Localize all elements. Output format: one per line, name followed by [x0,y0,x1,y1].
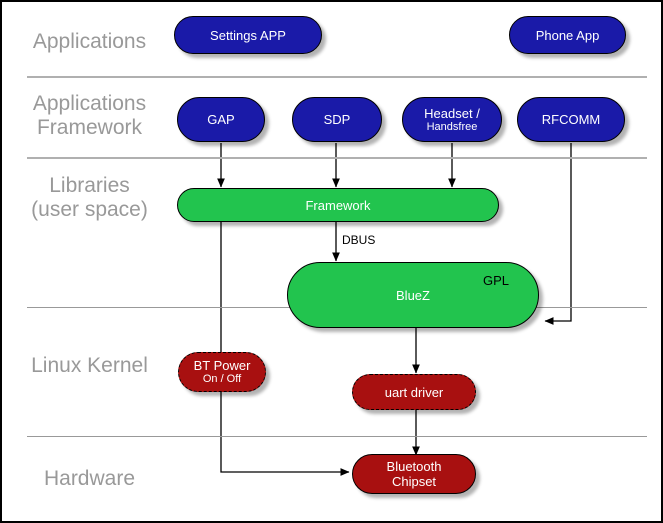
connector-rfcomm-to-bluez [544,143,572,325]
node-headset-handsfree[interactable]: Headset / Handsfree [402,97,502,142]
layer-label-applications: Applications [32,30,147,53]
node-label-bluez: BlueZ [396,287,430,303]
node-sdp[interactable]: SDP [292,97,382,142]
layer-label-linux-kernel: Linux Kernel [31,354,148,377]
node-label-framework: Framework [305,197,371,213]
node-phone-app[interactable]: Phone App [509,16,626,54]
node-bluetooth-chipset[interactable]: Bluetooth Chipset [352,454,476,494]
node-sublabel-handsfree: Handsfree [426,120,478,133]
node-label-bluetooth-chipset: Bluetooth [386,459,442,474]
node-uart-driver[interactable]: uart driver [352,374,476,410]
layer-label-libraries: Libraries (user space) [31,174,148,221]
node-sublabel-bt-power: On / Off [202,373,242,385]
node-label-uart-driver: uart driver [384,384,444,400]
separator-linux-kernel [27,436,647,437]
layer-label-applications-framework: Applications Framework [32,92,147,139]
node-framework[interactable]: Framework [177,188,499,222]
node-label-sdp: SDP [323,112,351,127]
node-label-gap: GAP [207,112,235,127]
node-badge-gpl: GPL [483,273,510,288]
connector-gap-to-chipset [220,222,350,476]
node-label-rfcomm: RFCOMM [541,112,601,127]
edge-label-dbus: DBUS [342,233,376,247]
separator-applications [27,76,647,78]
node-label-phone-app: Phone App [535,27,600,43]
node-label-settings-app: Settings APP [210,27,286,43]
layer-label-hardware: Hardware [43,467,136,490]
separator-applications-framework [27,157,647,159]
node-sublabel-bluetooth-chipset: Chipset [391,474,437,489]
node-gap[interactable]: GAP [177,97,265,142]
node-bt-power[interactable]: BT Power On / Off [178,352,266,392]
node-rfcomm[interactable]: RFCOMM [517,97,625,142]
node-settings-app[interactable]: Settings APP [174,16,322,54]
node-label-headset: Headset / [424,105,480,121]
node-label-bt-power: BT Power [193,358,251,373]
node-bluez[interactable]: BlueZ [287,262,539,328]
